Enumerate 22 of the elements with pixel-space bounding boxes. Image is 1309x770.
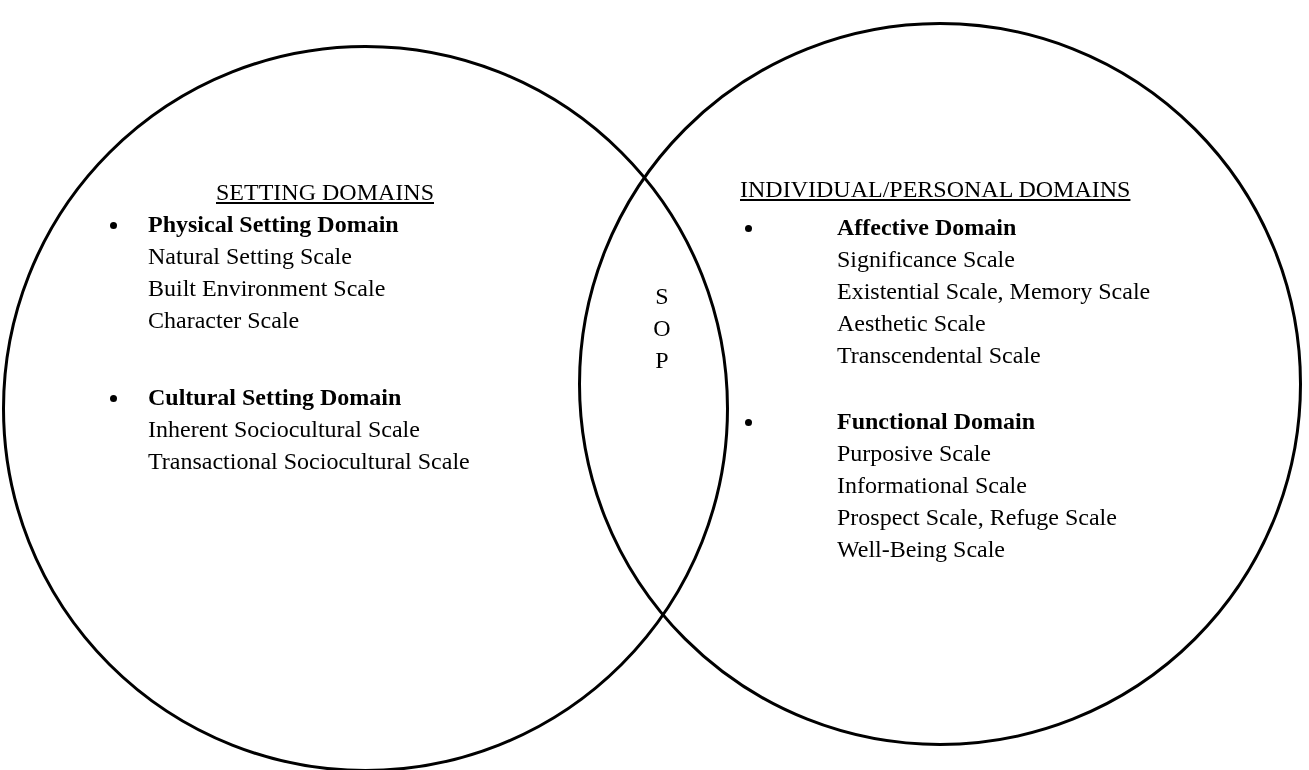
scale-name: Character Scale xyxy=(148,306,300,334)
scale-name: Aesthetic Scale xyxy=(837,309,986,337)
scale-name: Transactional Sociocultural Scale xyxy=(148,447,470,475)
scale-name: Significance Scale xyxy=(837,245,1015,273)
domain-heading: SETTING DOMAINS xyxy=(216,178,434,206)
scale-name: Purposive Scale xyxy=(837,439,991,467)
domain-heading: INDIVIDUAL/PERSONAL DOMAINS xyxy=(740,175,1131,203)
scale-name: Inherent Sociocultural Scale xyxy=(148,415,420,443)
venn-circle xyxy=(578,22,1302,746)
domain-title: Cultural Setting Domain xyxy=(148,383,402,411)
domain-title: Functional Domain xyxy=(837,407,1036,435)
scale-name: Transcendental Scale xyxy=(837,341,1041,369)
domain-title: Physical Setting Domain xyxy=(148,210,399,238)
scale-name: Built Environment Scale xyxy=(148,274,386,302)
scale-name: Natural Setting Scale xyxy=(148,242,352,270)
overlap-label: S O P xyxy=(652,282,672,375)
scale-name: Prospect Scale, Refuge Scale xyxy=(837,503,1117,531)
scale-name: Well-Being Scale xyxy=(837,535,1005,563)
scale-name: Informational Scale xyxy=(837,471,1027,499)
domain-title: Affective Domain xyxy=(837,213,1017,241)
venn-circle xyxy=(2,45,729,770)
scale-name: Existential Scale, Memory Scale xyxy=(837,277,1151,305)
